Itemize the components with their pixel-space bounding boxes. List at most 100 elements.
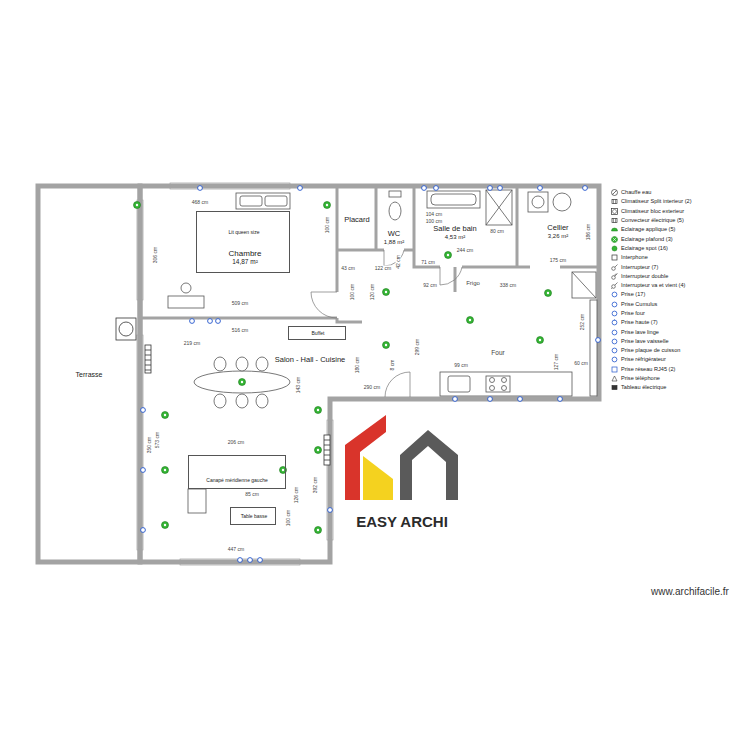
legend-symbol: [612, 348, 617, 353]
light-spot: [164, 414, 166, 416]
area-label: 4,53 m²: [433, 234, 476, 241]
legend-symbol: [611, 189, 618, 196]
legend-label: Chauffe eau: [621, 188, 651, 197]
room-label: Cellier: [547, 224, 568, 233]
fixture: [532, 196, 544, 208]
dimension-label: 299 cm: [415, 338, 420, 355]
fixture: [486, 190, 512, 225]
dimension-label: 338 cm: [499, 283, 516, 288]
legend-symbol: [612, 246, 617, 251]
legend-item: Prise haute (7): [611, 318, 692, 327]
light-spot: [162, 522, 169, 529]
wall: [38, 186, 599, 562]
text-group: Lit queen size: [229, 230, 260, 236]
legend-symbol: [614, 219, 616, 223]
legend-symbol: [612, 200, 617, 204]
legend-item: Prise Cumulus: [611, 300, 692, 309]
fixture: [188, 489, 206, 513]
text-group: Terrasse: [76, 371, 103, 379]
dimension-label: 85 cm: [245, 492, 260, 497]
dimension-label: 92 cm: [423, 283, 438, 288]
light-spot: [282, 469, 284, 471]
fixture: [528, 192, 548, 212]
light-spot: [467, 317, 474, 324]
room-zone: WC1,88 m²: [378, 189, 413, 249]
legend-symbol: [612, 302, 617, 307]
dimension-label: 100 cm: [286, 509, 291, 526]
light-spot: [162, 467, 169, 474]
dimension-label: 100 cm: [425, 219, 442, 224]
legend-label: Climatiseur bloc exterieur: [621, 207, 684, 216]
dimension-label: 180 cm: [355, 356, 360, 373]
dimension-label: 120 cm: [370, 283, 375, 300]
logo-mark: [400, 430, 458, 500]
power-outlet: [596, 338, 601, 343]
partition-wall: [375, 186, 378, 250]
light-spot: [317, 529, 319, 531]
legend-item: Interrupteur double: [611, 272, 692, 281]
legend-item: Eclairage plafond (3): [611, 234, 692, 243]
dimension-label: 206 cm: [227, 440, 244, 445]
room-label: Chambre: [229, 249, 262, 258]
fixture: [486, 376, 510, 392]
furniture-box: Canapé méridienne gauche: [188, 455, 286, 489]
light-spot: [383, 289, 390, 296]
dimension-label: 447 cm: [227, 547, 244, 552]
fixture: [168, 296, 204, 308]
hvac-unit: [116, 318, 136, 340]
wall: [38, 186, 140, 562]
legend-symbol: [611, 282, 618, 289]
dimension-label: 143 cm: [296, 376, 301, 393]
legend-symbol: [612, 358, 617, 363]
fixture: [265, 196, 287, 206]
light-spot: [317, 409, 319, 411]
light-spot: [383, 342, 390, 349]
legend: Chauffe eauClimatiseur Split interieur (…: [611, 188, 692, 393]
legend-symbol: [611, 208, 618, 215]
fixture: [572, 272, 596, 298]
hvac-unit: [145, 350, 151, 370]
light-spot: [385, 344, 387, 346]
power-outlet: [583, 186, 588, 191]
fixture: [572, 272, 596, 298]
light-spot: [315, 407, 322, 414]
dimension-label: 80 cm: [490, 229, 505, 234]
legend-symbol: [612, 293, 617, 298]
legend-label: Interphone: [621, 253, 648, 262]
fixture: [440, 372, 572, 396]
legend-symbol: [611, 338, 618, 345]
power-outlet: [558, 397, 563, 402]
light-spot: [162, 467, 169, 474]
legend-symbol: [611, 347, 618, 354]
dimension-label: 126 cm: [294, 486, 299, 503]
furniture-box: Buffet: [288, 326, 346, 340]
legend-symbol: [611, 329, 618, 336]
legend-symbol: [612, 208, 618, 214]
legend-item: Prise lave linge: [611, 327, 692, 336]
dimension-label: 186 cm: [586, 223, 591, 240]
fixture: [214, 357, 226, 371]
legend-symbol: [612, 236, 618, 242]
power-outlet: [328, 508, 333, 513]
power-outlet: [141, 528, 146, 533]
text-group: Cellier3,26 m²: [547, 224, 568, 240]
light-spot: [545, 290, 552, 297]
dimension-label: 509 cm: [231, 301, 248, 306]
room-label: Salle de bain: [433, 225, 476, 234]
dimension-label: 42 cm: [396, 255, 401, 270]
light-spot: [317, 449, 319, 451]
power-outlet: [238, 558, 243, 563]
legend-symbol: [611, 236, 618, 243]
dimension-label: 350 cm: [147, 436, 152, 453]
legend-symbol: [612, 339, 617, 344]
legend-symbol: [611, 356, 618, 363]
room-label: Buffet: [312, 331, 325, 337]
legend-symbol: [612, 228, 618, 231]
hvac-unit: [116, 318, 330, 465]
fixture: [194, 371, 290, 393]
partition-wall: [336, 186, 339, 292]
light-spot: [136, 204, 138, 206]
hvac-unit: [145, 345, 151, 373]
logo-mark: [363, 456, 393, 500]
